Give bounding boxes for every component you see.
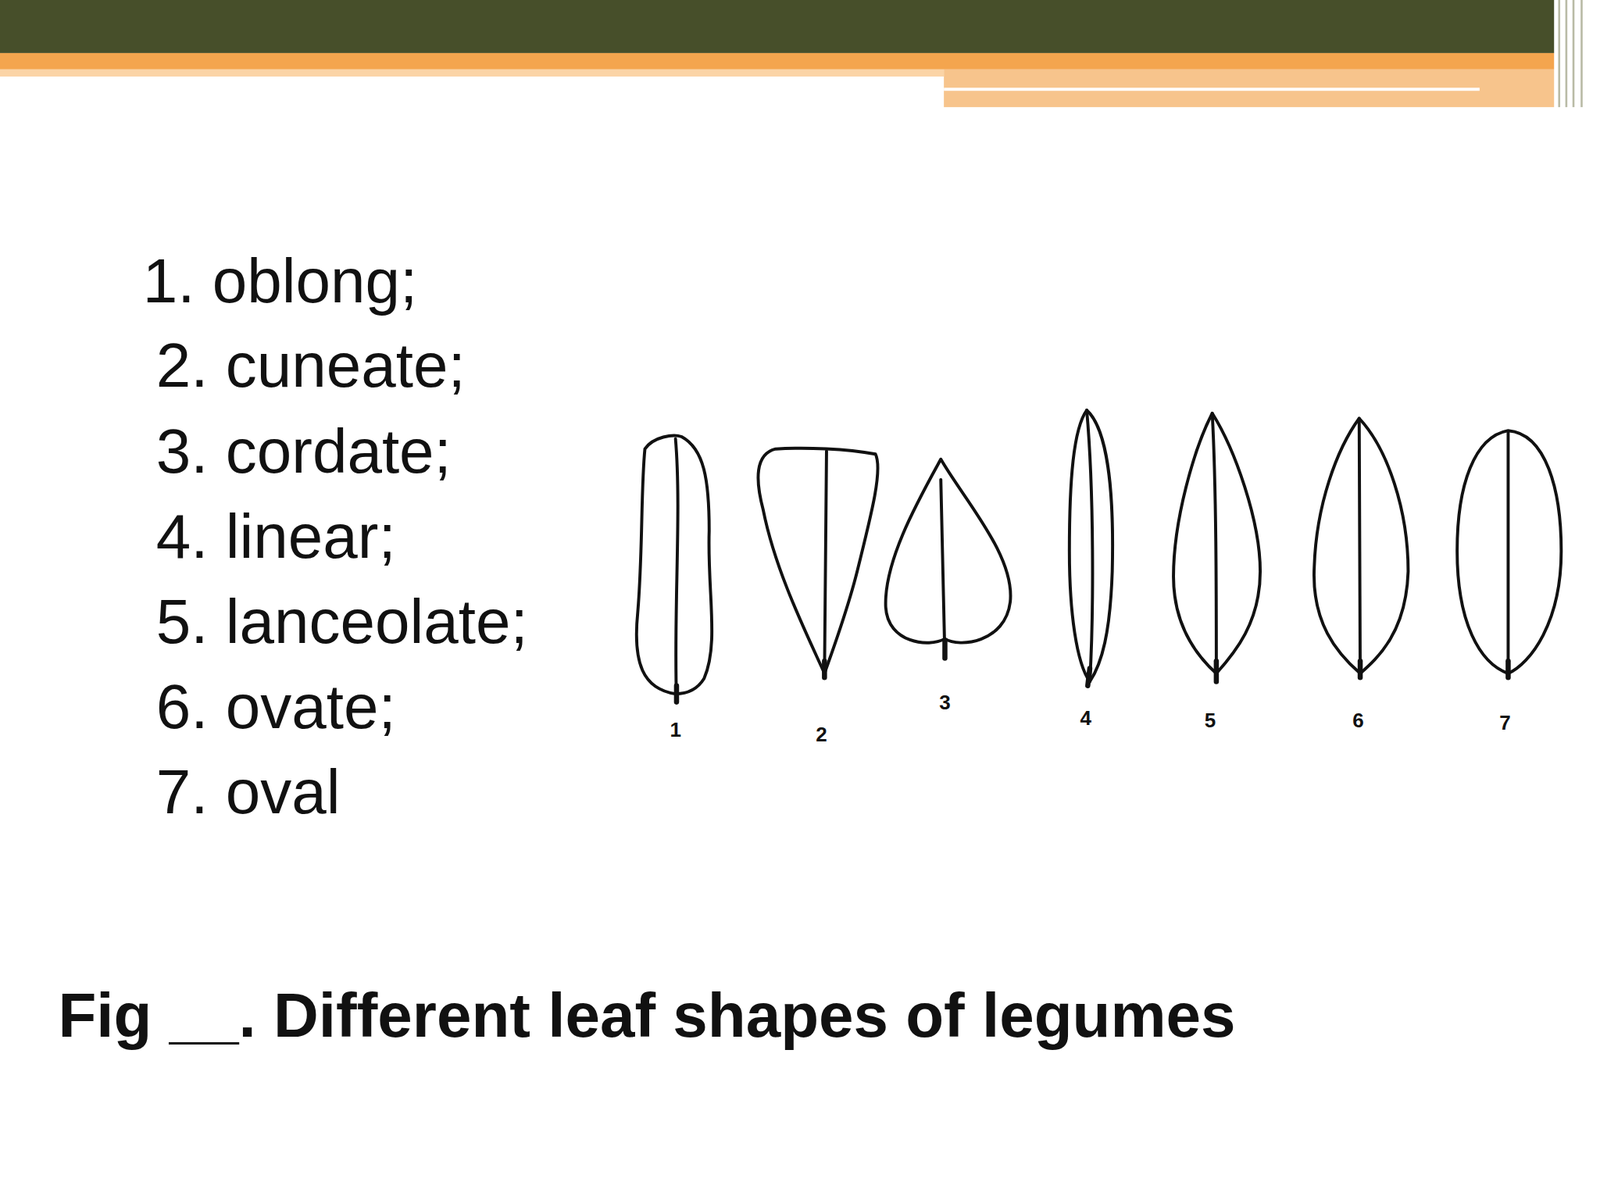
- bar-stripes: [1559, 0, 1583, 108]
- shape-list-item: 3. cordate;: [156, 420, 452, 483]
- shape-list-item: 1. oblong;: [142, 250, 418, 313]
- title-bar: [0, 0, 1600, 54]
- shape-list-item: 7. oval: [156, 760, 341, 824]
- callout-number: 6: [1352, 710, 1364, 731]
- callout-number: 5: [1204, 710, 1216, 731]
- peach-stripe: [0, 69, 944, 77]
- shape-list-item: 6. ovate;: [156, 675, 397, 739]
- callout-number: 7: [1499, 712, 1511, 733]
- cuneate-leaf: [757, 448, 878, 679]
- figure-caption: Fig __. Different leaf shapes of legumes: [57, 984, 1236, 1047]
- bar-end: [1553, 0, 1600, 108]
- cordate-leaf: [885, 459, 1011, 659]
- shape-list-item: 2. cuneate;: [156, 334, 466, 397]
- linear-leaf: [1069, 410, 1113, 686]
- callout-number: 1: [669, 719, 681, 740]
- oblong-leaf: [636, 435, 713, 703]
- callout-number: 4: [1079, 707, 1091, 729]
- peach-block: [943, 69, 1554, 108]
- callout-number: 2: [815, 724, 827, 745]
- callout-number: 3: [939, 692, 950, 713]
- shape-list-item: 5. lanceolate;: [156, 590, 529, 654]
- oval-leaf: [1457, 430, 1561, 678]
- orange-stripe: [0, 53, 1554, 70]
- lanceolate-leaf: [1173, 413, 1261, 683]
- white-line: [943, 87, 1480, 91]
- ovate-leaf: [1314, 418, 1408, 679]
- shape-list-item: 4. linear;: [156, 505, 397, 568]
- leaf-drawings: [636, 410, 1562, 703]
